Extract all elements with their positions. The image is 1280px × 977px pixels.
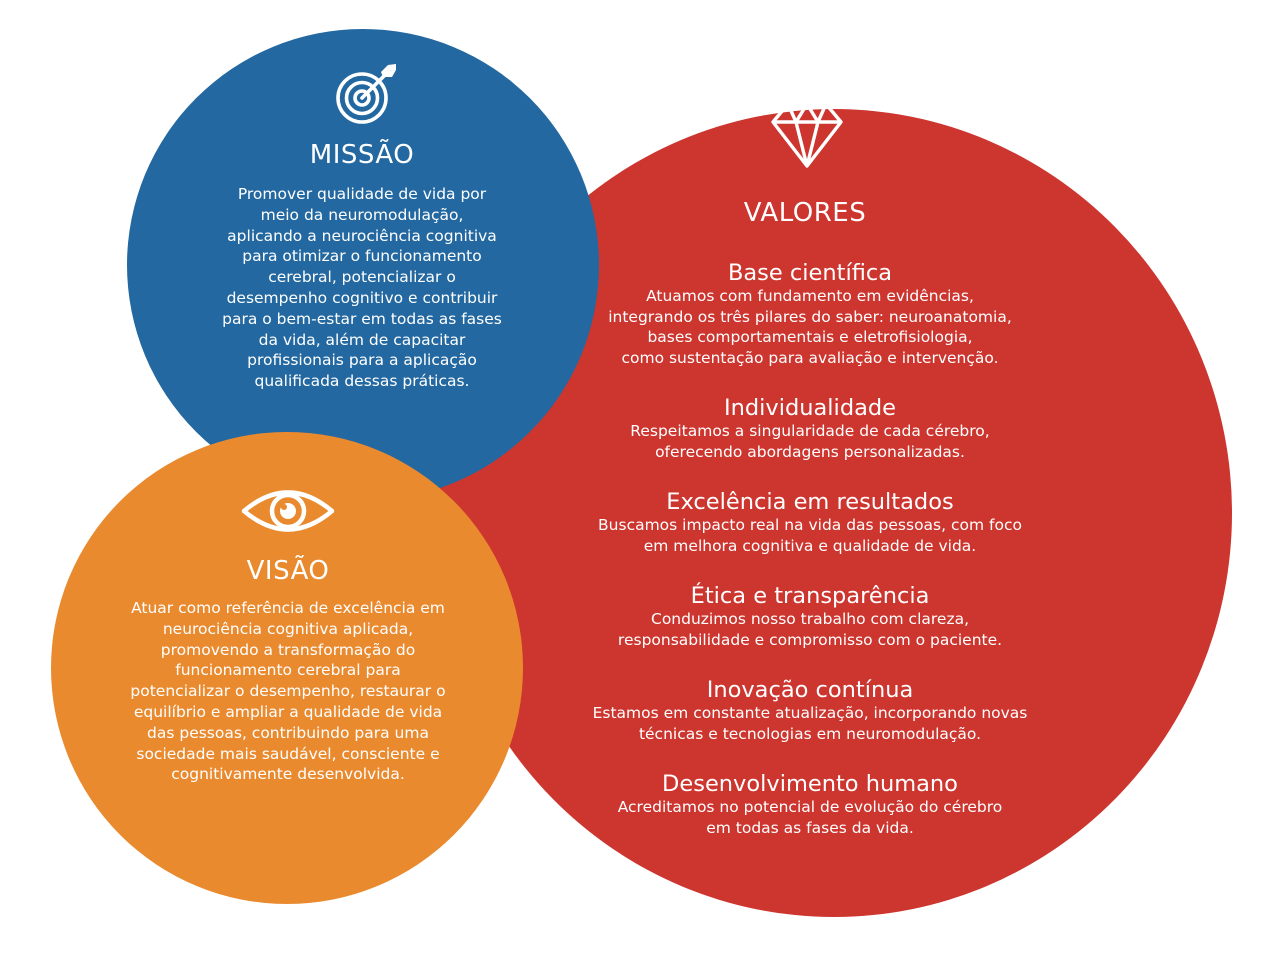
visao-line: equilíbrio e ampliar a qualidade de vida xyxy=(133,702,443,721)
visao-line: potencializar o desempenho, restaurar o xyxy=(130,682,446,701)
valor-line: técnicas e tecnologias em neuromodulação… xyxy=(638,724,982,743)
visao-line: das pessoas, contribuindo para uma xyxy=(147,723,429,742)
visao-line: promovendo a transformação do xyxy=(160,640,416,659)
valor-line: em todas as fases da vida. xyxy=(706,818,914,837)
valor-line: bases comportamentais e eletrofisiologia… xyxy=(647,328,973,346)
missao-line: para o bem-estar em todas as fases xyxy=(222,309,502,328)
valor-line: Buscamos impacto real na vida das pessoa… xyxy=(598,516,1022,534)
valor-item: Individualidade Respeitamos a singularid… xyxy=(560,395,1060,462)
missao-line: cerebral, potencializar o xyxy=(268,268,456,287)
valor-item: Excelência em resultados Buscamos impact… xyxy=(560,489,1060,556)
missao-line: profissionais para a aplicação xyxy=(247,351,477,370)
valor-line: integrando os três pilares do saber: neu… xyxy=(608,307,1012,326)
valor-description: Conduzimos nosso trabalho com clareza, r… xyxy=(560,609,1060,650)
valor-line: Atuamos com fundamento em evidências, xyxy=(646,287,974,305)
valor-line: como sustentação para avaliação e interv… xyxy=(621,348,999,367)
valor-title: Ética e transparência xyxy=(690,583,930,609)
valor-item: Inovação contínua Estamos em constante a… xyxy=(560,677,1060,744)
valor-line: Respeitamos a singularidade de cada cére… xyxy=(630,422,990,440)
missao-line: desempenho cognitivo e contribuir xyxy=(226,288,498,307)
valor-description: Atuamos com fundamento em evidências, in… xyxy=(560,286,1060,368)
valor-title: Individualidade xyxy=(723,395,897,421)
missao-line: da vida, além de capacitar xyxy=(258,330,466,349)
visao-text: Atuar como referência de excelência em n… xyxy=(92,598,484,785)
valor-item: Desenvolvimento humano Acreditamos no po… xyxy=(560,771,1060,838)
missao-line: Promover qualidade de vida por xyxy=(237,185,487,203)
target-icon xyxy=(336,64,396,124)
valor-title: Desenvolvimento humano xyxy=(662,771,958,797)
missao-line: meio da neuromodulação, xyxy=(260,205,464,224)
diamond-icon xyxy=(771,102,843,168)
visao-title: VISÃO xyxy=(246,556,330,586)
valor-description: Respeitamos a singularidade de cada cére… xyxy=(560,421,1060,462)
valor-title: Base científica xyxy=(727,260,893,286)
missao-line: para otimizar o funcionamento xyxy=(242,247,482,266)
missao-line: qualificada dessas práticas. xyxy=(254,372,470,391)
valor-line: responsabilidade e compromisso com o pac… xyxy=(617,630,1003,649)
missao-line: aplicando a neurociência cognitiva xyxy=(227,226,497,245)
visao-line: funcionamento cerebral para xyxy=(175,661,401,680)
valores-title: VALORES xyxy=(743,198,867,228)
valor-description: Estamos em constante atualização, incorp… xyxy=(560,703,1060,744)
valor-line: Estamos em constante atualização, incorp… xyxy=(592,704,1028,722)
valor-line: oferecendo abordagens personalizadas. xyxy=(655,442,965,461)
valor-item: Ética e transparência Conduzimos nosso t… xyxy=(560,583,1060,650)
visao-line: cognitivamente desenvolvida. xyxy=(171,765,405,784)
valor-line: Conduzimos nosso trabalho com clareza, xyxy=(651,610,969,628)
valor-line: em melhora cognitiva e qualidade de vida… xyxy=(643,536,977,555)
visao-line: sociedade mais saudável, consciente e xyxy=(136,744,440,763)
visao-line: neurociência cognitiva aplicada, xyxy=(162,619,414,638)
valor-line: Acreditamos no potencial de evolução do … xyxy=(617,798,1003,816)
missao-title: MISSÃO xyxy=(309,140,415,170)
missao-circle xyxy=(127,29,599,501)
missao-text: Promover qualidade de vida por meio da n… xyxy=(182,184,542,392)
valor-item: Base científica Atuamos com fundamento e… xyxy=(560,260,1060,368)
valor-title: Excelência em resultados xyxy=(666,489,954,515)
visao-line: Atuar como referência de excelência em xyxy=(131,599,445,617)
eye-icon xyxy=(241,490,335,532)
valor-description: Acreditamos no potencial de evolução do … xyxy=(560,797,1060,838)
valor-description: Buscamos impacto real na vida das pessoa… xyxy=(560,515,1060,556)
valor-title: Inovação contínua xyxy=(706,677,914,703)
